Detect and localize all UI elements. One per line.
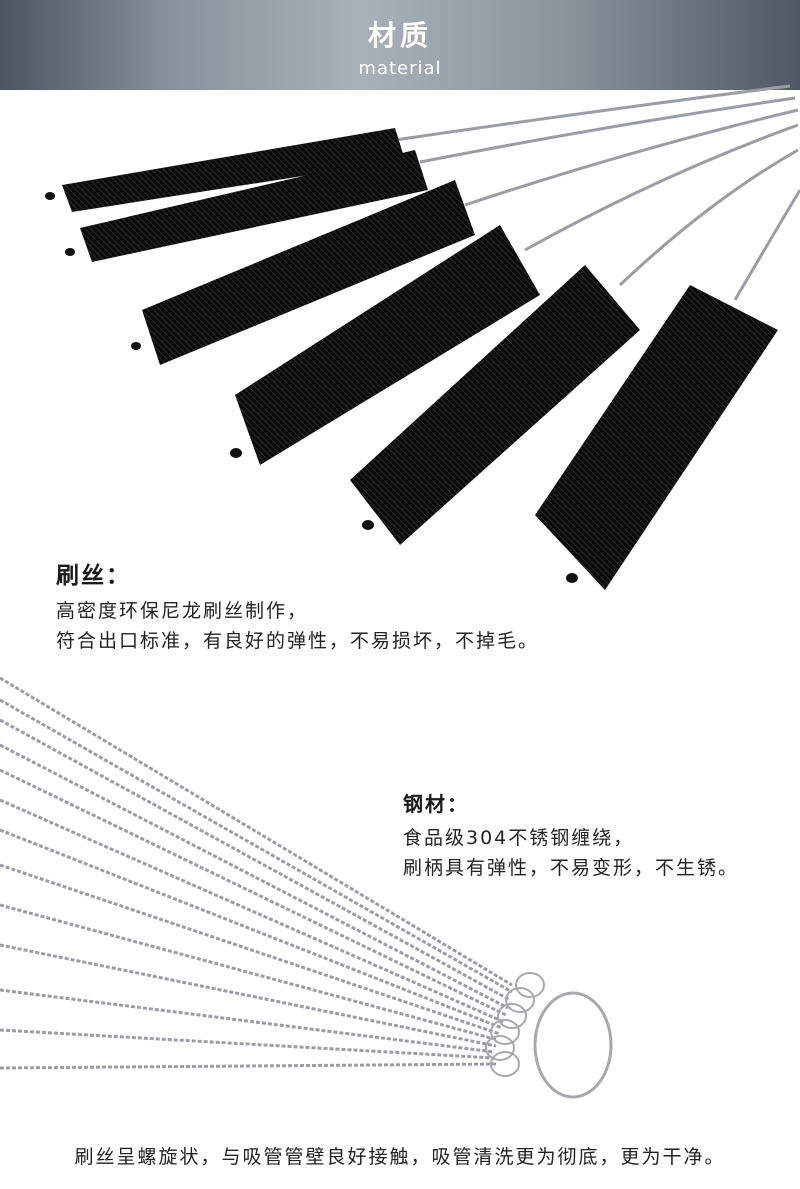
ring-2 <box>505 987 535 1013</box>
wire-6 <box>0 798 505 1024</box>
brush-5-head <box>350 265 640 545</box>
wire-9 <box>0 903 499 1042</box>
wire-2 <box>0 698 513 994</box>
banner-subtitle: material <box>358 58 442 79</box>
brush-4-tip <box>230 448 242 458</box>
brush-1 <box>45 84 791 212</box>
ring-5 <box>485 1035 515 1061</box>
wire-13 <box>0 1062 497 1070</box>
brush-6-tip <box>566 573 578 583</box>
wire-1 <box>0 676 513 987</box>
brush-2 <box>65 96 796 262</box>
main-ring <box>533 991 613 1099</box>
wire-8 <box>0 863 501 1036</box>
banner-title: 材质 <box>367 19 432 52</box>
brush-3-tip <box>131 342 141 350</box>
brush-1-tip <box>45 192 55 200</box>
ring-6 <box>490 1051 520 1077</box>
steel-heading: 钢材： <box>403 792 469 816</box>
bristle-description: 刷丝： 高密度环保尼龙刷丝制作， 符合出口标准，有良好的弹性，不易损坏，不掉毛。 <box>56 556 539 656</box>
brush-5 <box>350 148 799 545</box>
steel-line-2: 刷柄具有弹性，不易变形，不生锈。 <box>403 857 740 879</box>
wire-4 <box>0 743 509 1010</box>
ring-3 <box>497 1003 527 1029</box>
wire-5 <box>0 768 507 1017</box>
bristle-line-1: 高密度环保尼龙刷丝制作， <box>56 600 309 622</box>
bristle-line-2: 符合出口标准，有良好的弹性，不易损坏，不掉毛。 <box>56 630 540 652</box>
steel-line-1: 食品级304不锈钢缠绕， <box>403 827 635 849</box>
brush-2-tip <box>65 248 75 256</box>
brush-6-handle <box>733 189 800 301</box>
wire-11 <box>0 988 495 1054</box>
steel-wires <box>0 676 513 1070</box>
key-rings <box>485 972 613 1099</box>
wire-3 <box>0 718 511 1002</box>
brush-3-handle <box>464 108 799 207</box>
brush-5-handle <box>618 148 799 287</box>
wire-10 <box>0 943 497 1048</box>
brush-5-tip <box>362 520 374 530</box>
footer-caption: 刷丝呈螺旋状，与吸管管壁良好接触，吸管清洗更为彻底，更为干净。 <box>74 1146 726 1168</box>
brush-6 <box>535 189 800 590</box>
brush-4-head <box>235 225 540 465</box>
brush-4-handle <box>524 123 799 252</box>
ring-1 <box>515 972 545 998</box>
brush-3-head <box>142 180 475 365</box>
brush-1-head <box>62 128 405 212</box>
section-banner: 材质 material <box>0 0 800 90</box>
brush-2-handle <box>419 96 796 164</box>
brush-6-head <box>535 285 778 590</box>
brush-1-handle <box>394 84 791 142</box>
footer-caption-block: 刷丝呈螺旋状，与吸管管壁良好接触，吸管清洗更为彻底，更为干净。 <box>0 1142 800 1172</box>
brush-4 <box>230 123 799 465</box>
brush-2-head <box>80 150 428 262</box>
brush-3 <box>131 108 799 365</box>
steel-description: 钢材： 食品级304不锈钢缠绕， 刷柄具有弹性，不易变形，不生锈。 <box>403 788 739 883</box>
wire-12 <box>0 1028 495 1060</box>
ring-4 <box>490 1019 520 1045</box>
bristle-heading: 刷丝： <box>56 563 131 589</box>
